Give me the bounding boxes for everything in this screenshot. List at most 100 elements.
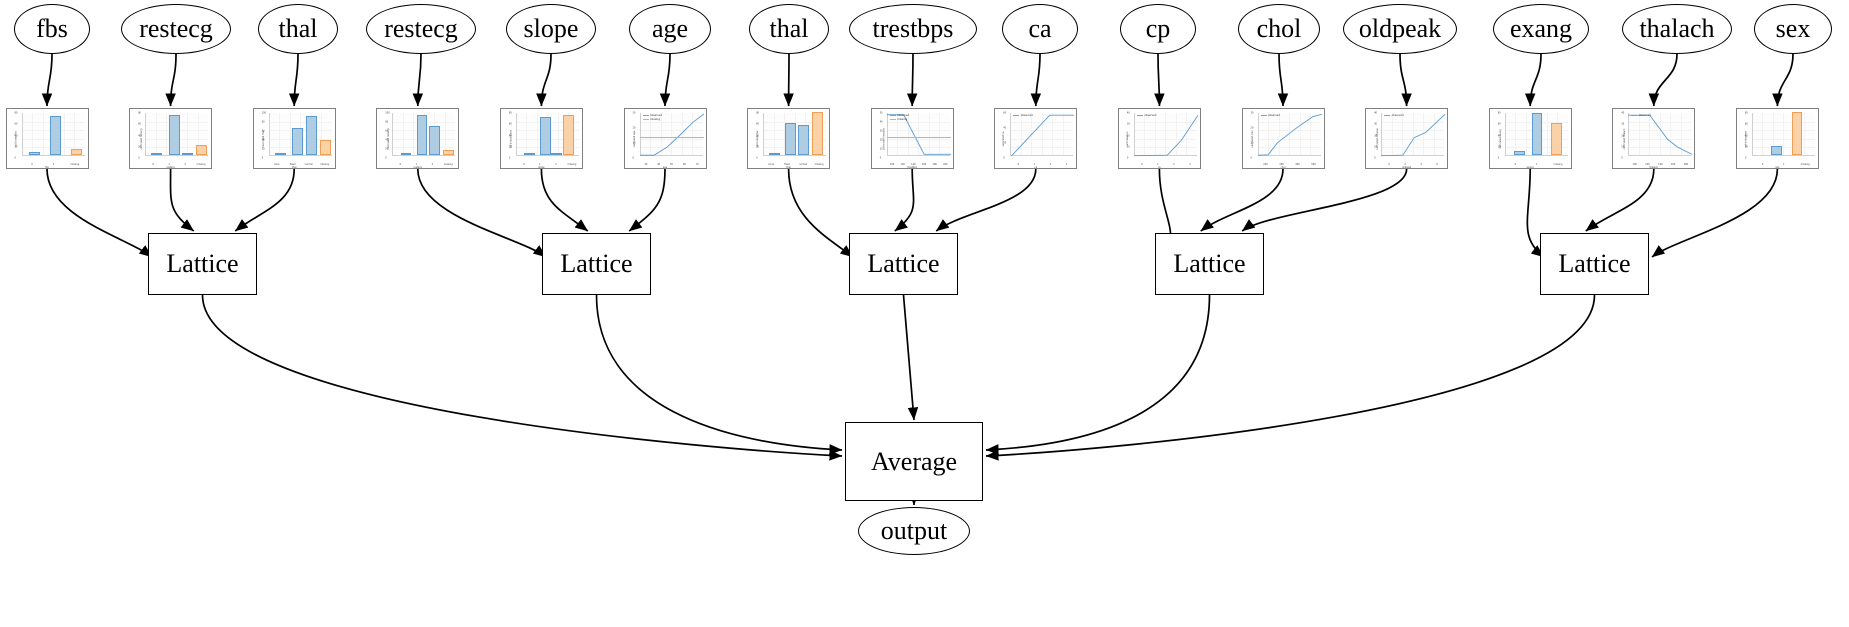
grid-line-horizontal xyxy=(1628,147,1692,149)
feature-node-trestbps-7[interactable]: trestbps xyxy=(849,4,977,54)
feature-node-restecg-1[interactable]: restecg xyxy=(121,4,231,54)
y-tick-label: 100 xyxy=(385,111,390,115)
lattice-node-label: Lattice xyxy=(1558,249,1631,278)
grid-line-vertical xyxy=(784,113,786,156)
y-tick-label: 80 xyxy=(261,120,265,124)
x-tick-label: 4 xyxy=(1420,163,1422,166)
grid-line-horizontal xyxy=(268,121,332,123)
y-tick-label: 0 xyxy=(385,156,387,160)
x-axis-label: thal xyxy=(291,166,297,169)
average-node[interactable]: Average xyxy=(845,422,983,501)
x-axis-label: trestbps xyxy=(907,166,917,169)
grid-line-vertical xyxy=(1299,113,1301,156)
grid-line-vertical xyxy=(1515,113,1517,156)
calibration-bar-missing xyxy=(196,145,208,155)
feature-node-chol-10[interactable]: chol xyxy=(1238,4,1320,54)
lattice-node-1[interactable]: Lattice xyxy=(542,233,651,295)
grid-line-vertical xyxy=(74,113,75,156)
calibration-bar-observed xyxy=(429,125,441,155)
feature-node-fbs-0[interactable]: fbs xyxy=(14,4,90,54)
calibration-bar-observed xyxy=(798,124,810,155)
x-tick-label: 1 xyxy=(1783,163,1785,166)
grid-line-vertical xyxy=(1186,113,1188,156)
y-tick-label: 0 xyxy=(1744,156,1747,160)
calibration-bar-observed xyxy=(275,153,286,155)
x-tick-label: 100 xyxy=(1632,163,1637,166)
legend-swatch-observed xyxy=(642,115,649,117)
grid-line-vertical xyxy=(907,113,909,156)
y-tick-label: 40 xyxy=(1126,111,1130,115)
grid-line-horizontal xyxy=(1257,138,1321,140)
feature-node-thalach-13[interactable]: thalach xyxy=(1622,4,1732,54)
x-tick-label: 3 xyxy=(1189,163,1191,166)
x-tick-label: 50 xyxy=(670,163,673,166)
grid-line-horizontal xyxy=(639,147,703,149)
calibration-bar-observed xyxy=(400,153,412,155)
chart-legend: observed xyxy=(1136,114,1157,118)
legend-swatch-observed xyxy=(1384,115,1391,117)
x-tick-label: 6 xyxy=(1436,163,1438,166)
lattice-node-0[interactable]: Lattice xyxy=(148,233,257,295)
output-node[interactable]: output xyxy=(858,507,970,555)
y-axis xyxy=(1010,113,1012,156)
x-axis xyxy=(886,155,950,156)
feature-node-cp-9[interactable]: cp xyxy=(1120,4,1196,54)
x-axis-label: fbs xyxy=(45,166,49,169)
grid-line-vertical xyxy=(557,113,559,156)
legend-entry: observed xyxy=(642,114,662,118)
grid-line-vertical xyxy=(166,113,168,156)
x-tick-label: 1 xyxy=(1033,163,1036,166)
grid-line-vertical xyxy=(671,113,672,156)
x-tick-label: 1 xyxy=(415,163,418,166)
x-tick-label: 160 xyxy=(921,163,927,166)
feature-node-sex-14[interactable]: sex xyxy=(1754,4,1832,54)
legend-label: observed xyxy=(1144,114,1157,117)
legend-label: observed xyxy=(1391,114,1404,117)
feature-node-age-5[interactable]: age xyxy=(629,4,711,54)
y-axis xyxy=(1133,113,1135,156)
legend-entry: observed xyxy=(1384,114,1404,118)
lattice-node-label: Lattice xyxy=(1173,249,1246,278)
calibration-bar-observed xyxy=(1531,113,1543,155)
feature-node-oldpeak-11[interactable]: oldpeak xyxy=(1343,4,1457,54)
feature-node-restecg-3[interactable]: restecg xyxy=(366,4,476,54)
y-tick-label: 20 xyxy=(1003,141,1007,145)
y-tick-label: 40 xyxy=(756,134,760,137)
feature-node-slope-4[interactable]: slope xyxy=(506,4,596,54)
feature-node-thal-6[interactable]: thal xyxy=(749,4,829,54)
lattice-node-4[interactable]: Lattice xyxy=(1540,233,1649,295)
x-tick-label: none xyxy=(273,163,280,166)
lattice-node-3[interactable]: Lattice xyxy=(1155,233,1264,295)
grid-line-vertical xyxy=(402,113,404,156)
feature-node-thal-2[interactable]: thal xyxy=(258,4,338,54)
grid-line-horizontal xyxy=(1751,121,1815,123)
lattice-node-2[interactable]: Lattice xyxy=(849,233,958,295)
feature-node-ca-8[interactable]: ca xyxy=(1002,4,1078,54)
average-node-label: Average xyxy=(870,446,958,476)
grid-line-horizontal xyxy=(1010,147,1074,149)
grid-line-vertical xyxy=(1659,113,1661,156)
feature-node-exang-12[interactable]: exang xyxy=(1493,4,1589,54)
plot-area xyxy=(1381,113,1445,156)
x-axis xyxy=(1628,155,1692,156)
y-axis xyxy=(268,113,270,156)
